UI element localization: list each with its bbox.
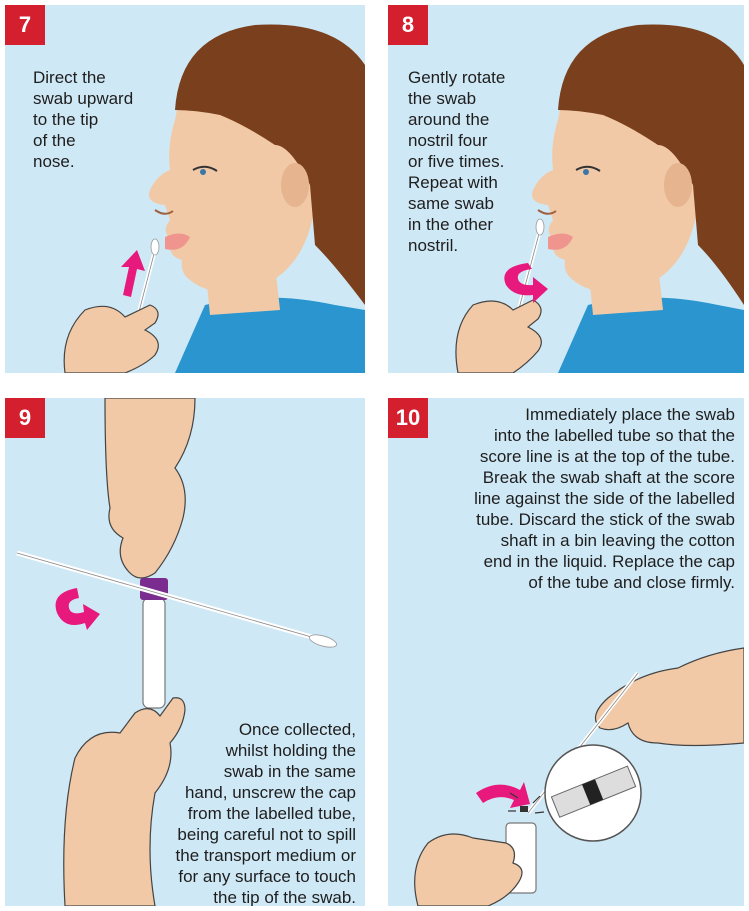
ear-shape: [664, 163, 692, 207]
lower-hand-shape: [64, 698, 185, 906]
tube-shape: [143, 598, 165, 708]
swab-tip: [536, 219, 544, 235]
step-10-instructions: Immediately place the swab into the labe…: [474, 404, 735, 593]
hand-shape: [456, 300, 541, 373]
step-8-panel: 8 Gently rotate the swab around the nost…: [388, 5, 744, 373]
upper-hand-shape: [105, 398, 195, 578]
up-arrow-icon: [121, 250, 145, 297]
curved-arrow-icon: [476, 782, 530, 808]
lower-hand-shape: [415, 834, 522, 906]
ear-shape: [281, 163, 309, 207]
step-10-panel: 10 Immediately place the swab into the l…: [388, 398, 744, 906]
step-8-instructions: Gently rotate the swab around the nostri…: [408, 67, 505, 256]
swab-tip: [308, 632, 338, 649]
step-7-illustration: [5, 5, 365, 373]
step-8-number-badge: 8: [388, 5, 428, 45]
step-7-panel: 7 Direct the swab upward to the tip of t…: [5, 5, 365, 373]
swab-tip: [151, 239, 159, 255]
step-7-number-badge: 7: [5, 5, 45, 45]
step-9-number-badge: 9: [5, 398, 45, 438]
step-10-number-badge: 10: [388, 398, 428, 438]
step-9-instructions: Once collected, whilst holding the swab …: [176, 719, 356, 906]
hand-shape: [64, 305, 158, 373]
rotate-arrow-icon: [56, 588, 100, 630]
step-7-instructions: Direct the swab upward to the tip of the…: [33, 67, 133, 172]
step-9-panel: 9 Once collected, whilst holding the swa…: [5, 398, 365, 906]
